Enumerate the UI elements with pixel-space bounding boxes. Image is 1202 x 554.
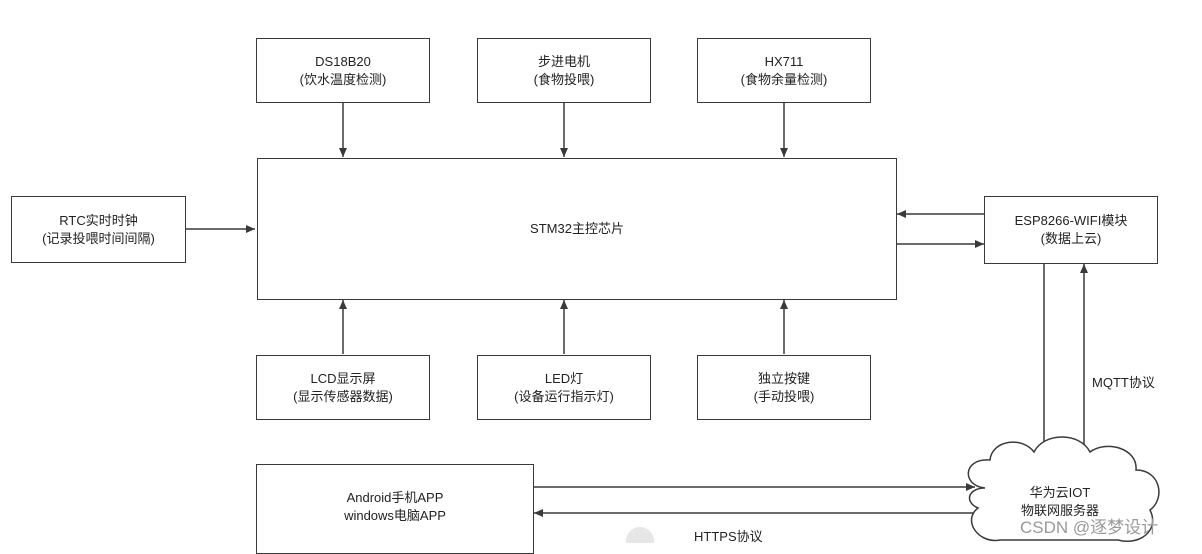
hx711-box: HX711 (食物余量检测) xyxy=(697,38,871,103)
cloud-shape xyxy=(967,436,1160,542)
cloud-line-1: 华为云IOT xyxy=(1029,485,1091,500)
stepper-motor-desc: (食物投喂) xyxy=(533,71,595,87)
esp8266-desc: (数据上云) xyxy=(1040,231,1102,246)
app-box: Android手机APP windows电脑APP xyxy=(256,464,534,554)
led-name: LED灯 xyxy=(544,370,584,386)
ds18b20-desc: (饮水温度检测) xyxy=(299,71,387,87)
ds18b20-name: DS18B20 xyxy=(315,53,371,69)
rtc-name: RTC实时时钟 xyxy=(59,212,138,228)
hx711-desc: (食物余量检测) xyxy=(740,71,828,87)
led-box: LED灯 (设备运行指示灯) xyxy=(477,355,651,420)
stepper-motor-name: 步进电机 xyxy=(537,53,590,69)
https-label: HTTPS协议 xyxy=(694,529,763,544)
cloud-label: 华为云IOT 物联网服务器 xyxy=(1000,484,1120,520)
stepper-motor-box: 步进电机 (食物投喂) xyxy=(477,38,651,103)
rtc-desc: (记录投喂时间间隔) xyxy=(42,230,155,246)
stm32-name: STM32主控芯片 xyxy=(530,221,624,236)
csdn-watermark: CSDN @逐梦设计 xyxy=(1020,518,1159,537)
app-line-1: Android手机APP xyxy=(346,490,444,505)
lcd-box: LCD显示屏 (显示传感器数据) xyxy=(256,355,430,420)
lcd-name: LCD显示屏 xyxy=(310,370,376,386)
keys-desc: (手动投喂) xyxy=(753,388,815,404)
watermark-circle xyxy=(626,527,654,543)
keys-name: 独立按键 xyxy=(757,370,810,386)
esp8266-box: ESP8266-WIFI模块 (数据上云) xyxy=(984,196,1158,264)
rtc-box: RTC实时时钟 (记录投喂时间间隔) xyxy=(11,196,186,263)
stm32-box: STM32主控芯片 xyxy=(257,158,897,300)
led-desc: (设备运行指示灯) xyxy=(514,388,614,404)
lcd-desc: (显示传感器数据) xyxy=(293,388,393,404)
mqtt-label: MQTT协议 xyxy=(1092,375,1155,390)
ds18b20-box: DS18B20 (饮水温度检测) xyxy=(256,38,430,103)
esp8266-name: ESP8266-WIFI模块 xyxy=(1014,213,1128,228)
hx711-name: HX711 xyxy=(764,53,804,69)
app-line-2: windows电脑APP xyxy=(344,508,446,523)
keys-box: 独立按键 (手动投喂) xyxy=(697,355,871,420)
cloud-line-2: 物联网服务器 xyxy=(1020,503,1099,518)
